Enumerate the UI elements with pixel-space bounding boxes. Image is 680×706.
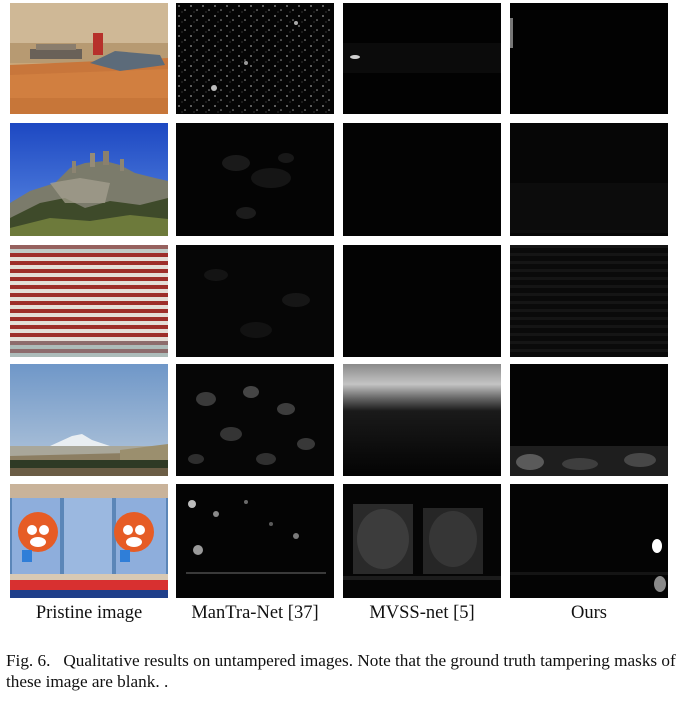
pristine-image-row4: [10, 364, 168, 476]
mvssnet-mask-row2: [343, 123, 501, 236]
mvssnet-mask-row3: [343, 245, 501, 357]
ours-mask-row2: [510, 123, 668, 236]
ours-mask-row4: [510, 364, 668, 476]
pristine-image-row2: [10, 123, 168, 236]
mvssnet-mask-row5: [343, 484, 501, 598]
pristine-image-row5: [10, 484, 168, 598]
caption-text: Qualitative results on untampered images…: [6, 651, 676, 691]
column-label-mvssnet: MVSS-net [5]: [369, 603, 475, 623]
mantranet-mask-row2: [176, 123, 334, 236]
figure-caption: Fig. 6. Qualitative results on untampere…: [6, 650, 676, 692]
ours-mask-row1: [510, 3, 668, 114]
column-label-ours: Ours: [571, 603, 607, 623]
caption-label: Fig. 6.: [6, 651, 51, 670]
mvssnet-mask-row4: [343, 364, 501, 476]
ours-mask-row5: [510, 484, 668, 598]
pristine-image-row1: [10, 3, 168, 114]
mantranet-mask-row3: [176, 245, 334, 357]
mantranet-mask-row1: [176, 3, 334, 114]
mvssnet-mask-row1: [343, 3, 501, 114]
ours-mask-row3: [510, 245, 668, 357]
column-label-pristine: Pristine image: [35, 603, 143, 623]
mantranet-mask-row4: [176, 364, 334, 476]
mantranet-mask-row5: [176, 484, 334, 598]
column-label-mantranet: ManTra-Net [37]: [191, 603, 319, 623]
pristine-image-row3: [10, 245, 168, 357]
